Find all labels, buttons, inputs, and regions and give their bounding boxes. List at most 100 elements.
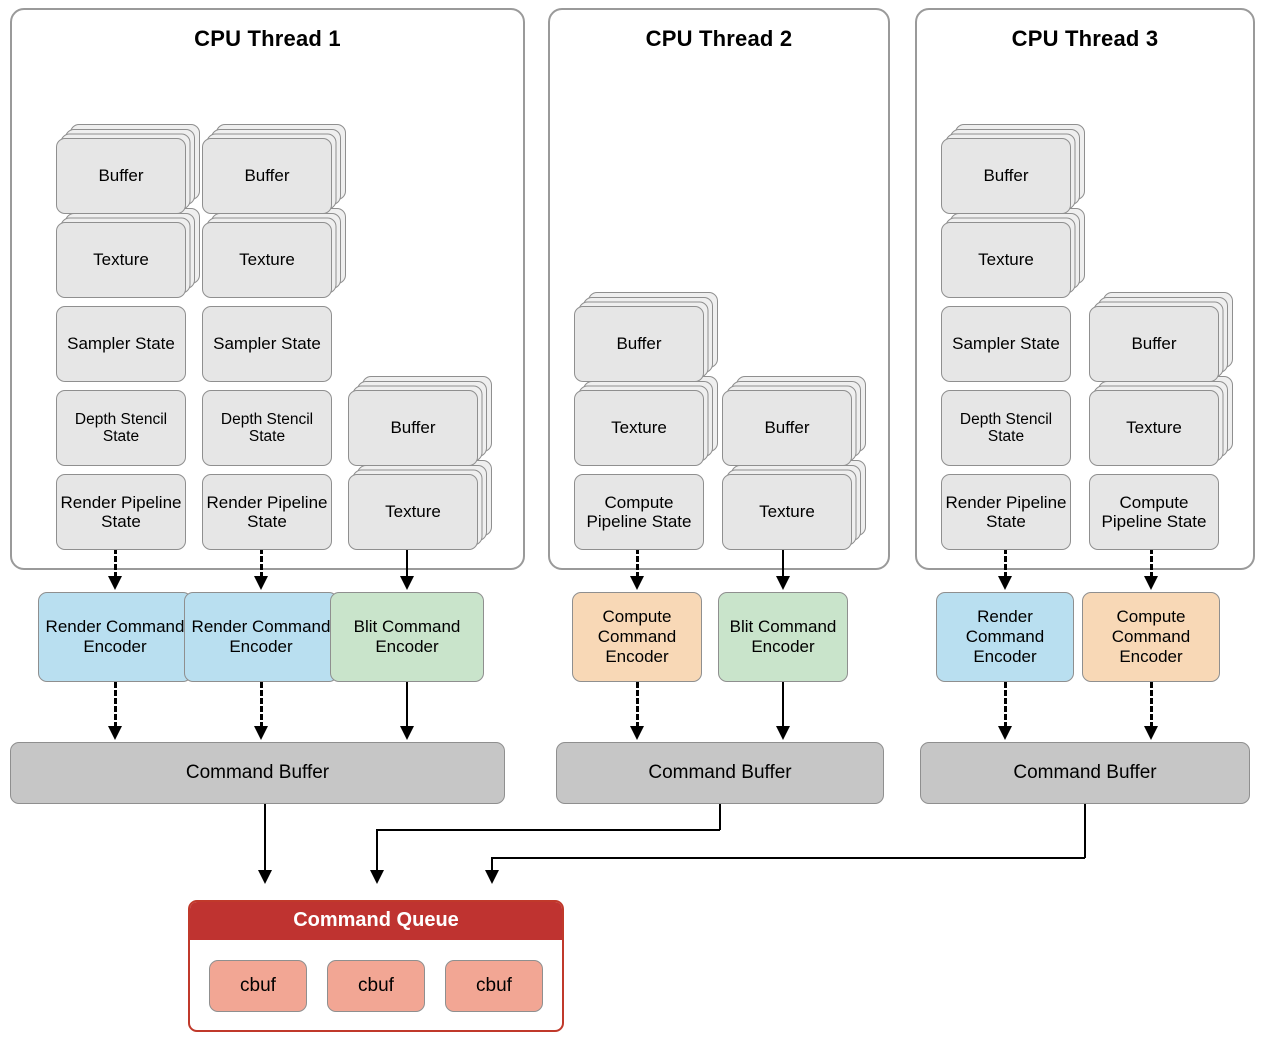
resource-card-holder: Buffer	[1089, 292, 1233, 382]
resource-card-holder: Buffer	[574, 292, 718, 382]
connector-resource-to-encoder	[1149, 548, 1153, 578]
command-buffer-t2[interactable]: Command Buffer	[556, 742, 884, 804]
resource-card-depth-stencil-state: Depth Stencil State	[941, 390, 1071, 466]
encoder-compute-t3-2[interactable]: Compute Command Encoder	[1082, 592, 1220, 682]
cbuf-item[interactable]: cbuf	[327, 960, 425, 1012]
encoder-render-t3-1[interactable]: Render Command Encoder	[936, 592, 1074, 682]
resource-card-holder: Texture	[56, 208, 200, 298]
resource-card-holder: Texture	[202, 208, 346, 298]
arrowhead	[107, 726, 122, 740]
resource-card-compute-pipeline-state: Compute Pipeline State	[574, 474, 704, 550]
cbuf-item[interactable]: cbuf	[209, 960, 307, 1012]
resource-card-buffer: Buffer	[941, 138, 1071, 214]
connector-buffer2-to-queue	[375, 828, 378, 871]
connector-buffer2-drop	[718, 804, 721, 830]
arrowhead	[997, 726, 1012, 740]
resource-card-holder: Depth Stencil State	[56, 390, 186, 466]
connector-encoder-to-buffer	[405, 682, 408, 728]
arrowhead	[629, 576, 644, 590]
arrowhead	[253, 726, 268, 740]
connector-resource-to-encoder	[259, 548, 263, 578]
resource-card-holder: Buffer	[56, 124, 200, 214]
resource-card-holder: Render Pipeline State	[941, 474, 1071, 550]
resource-card-holder: Compute Pipeline State	[574, 474, 704, 550]
arrowhead	[257, 870, 272, 884]
arrowhead	[484, 870, 499, 884]
arrowhead	[399, 576, 414, 590]
arrowhead	[1143, 576, 1158, 590]
resource-card-render-pipeline-state: Render Pipeline State	[202, 474, 332, 550]
encoder-render-t1-1[interactable]: Render Command Encoder	[38, 592, 192, 682]
connector-buffer1-to-queue	[263, 804, 266, 872]
command-buffer-t1[interactable]: Command Buffer	[10, 742, 505, 804]
resource-card-holder: Texture	[722, 460, 866, 550]
resource-card-holder: Texture	[1089, 376, 1233, 466]
resource-card-holder: Texture	[348, 460, 492, 550]
command-queue-title: Command Queue	[190, 902, 562, 940]
resource-card-texture: Texture	[722, 474, 852, 550]
resource-card-holder: Sampler State	[56, 306, 186, 382]
resource-card-buffer: Buffer	[574, 306, 704, 382]
resource-card-holder: Render Pipeline State	[202, 474, 332, 550]
resource-card-buffer: Buffer	[1089, 306, 1219, 382]
arrowhead	[629, 726, 644, 740]
resource-card-depth-stencil-state: Depth Stencil State	[202, 390, 332, 466]
resource-card-holder: Depth Stencil State	[202, 390, 332, 466]
connector-encoder-to-buffer	[113, 682, 117, 728]
arrowhead	[775, 576, 790, 590]
cbuf-item[interactable]: cbuf	[445, 960, 543, 1012]
resource-card-holder: Sampler State	[941, 306, 1071, 382]
resource-card-sampler-state: Sampler State	[56, 306, 186, 382]
resource-card-holder: Compute Pipeline State	[1089, 474, 1219, 550]
resource-card-holder: Buffer	[722, 376, 866, 466]
arrowhead	[107, 576, 122, 590]
connector-buffer3-drop	[1083, 804, 1086, 858]
resource-card-holder: Texture	[941, 208, 1085, 298]
resource-card-holder: Render Pipeline State	[56, 474, 186, 550]
encoder-blit-t1-3[interactable]: Blit Command Encoder	[330, 592, 484, 682]
resource-card-buffer: Buffer	[202, 138, 332, 214]
connector-resource-to-encoder	[405, 548, 408, 578]
resource-card-texture: Texture	[574, 390, 704, 466]
encoder-blit-t2-2[interactable]: Blit Command Encoder	[718, 592, 848, 682]
connector-resource-to-encoder	[781, 548, 784, 578]
connector-buffer3-to-queue	[490, 856, 493, 871]
resource-card-sampler-state: Sampler State	[202, 306, 332, 382]
connector-encoder-to-buffer	[635, 682, 639, 728]
command-buffer-t3[interactable]: Command Buffer	[920, 742, 1250, 804]
resource-card-holder: Buffer	[941, 124, 1085, 214]
resource-card-render-pipeline-state: Render Pipeline State	[56, 474, 186, 550]
connector-buffer2-run	[377, 828, 720, 831]
resource-card-texture: Texture	[56, 222, 186, 298]
connector-encoder-to-buffer	[1003, 682, 1007, 728]
arrowhead	[253, 576, 268, 590]
resource-card-buffer: Buffer	[56, 138, 186, 214]
encoder-compute-t2-1[interactable]: Compute Command Encoder	[572, 592, 702, 682]
arrowhead	[369, 870, 384, 884]
resource-card-holder: Buffer	[348, 376, 492, 466]
resource-card-holder: Depth Stencil State	[941, 390, 1071, 466]
encoder-render-t1-2[interactable]: Render Command Encoder	[184, 592, 338, 682]
thread-title: CPU Thread 3	[1011, 26, 1159, 51]
arrowhead	[399, 726, 414, 740]
resource-card-holder: Sampler State	[202, 306, 332, 382]
resource-card-sampler-state: Sampler State	[941, 306, 1071, 382]
resource-card-texture: Texture	[202, 222, 332, 298]
resource-card-depth-stencil-state: Depth Stencil State	[56, 390, 186, 466]
resource-card-holder: Buffer	[202, 124, 346, 214]
resource-card-texture: Texture	[348, 474, 478, 550]
resource-card-holder: Texture	[574, 376, 718, 466]
connector-buffer3-run	[492, 856, 1085, 859]
resource-card-texture: Texture	[1089, 390, 1219, 466]
